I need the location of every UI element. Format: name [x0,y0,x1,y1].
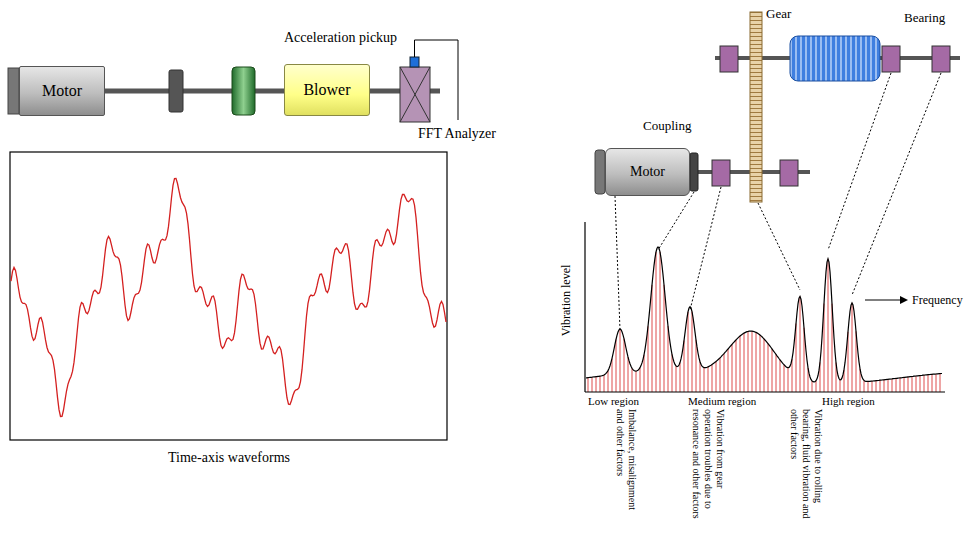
pulley-wheel [232,67,255,115]
motor-box: Motor [19,66,105,116]
region-label: Medium region [688,395,756,407]
region-label: High region [822,395,875,407]
part-name: Coupling [643,118,691,134]
left-machine [8,40,458,122]
node-label: Motor [42,82,82,100]
time-waveform [11,178,446,416]
analyzer-label: FFT Analyzer [418,126,496,142]
bearing [780,160,798,186]
blower-box: Blower [284,64,370,116]
motor-end-cap [8,68,19,114]
bearing [720,46,738,72]
bearing-housing [400,67,430,122]
coupling [690,153,698,191]
shaft [430,89,440,94]
axis-title: Vibration level [560,264,575,336]
blower-rotor [790,36,880,81]
acceleration-pickup [410,57,419,67]
cause-note: Imbalance, misalignment and other factor… [614,409,638,527]
coupling [169,70,183,112]
node-label: Blower [303,81,350,99]
node-label: Motor [630,164,665,180]
cause-note: Vibration from gear operation troubles d… [690,409,726,527]
y-axis [584,222,585,392]
right-machine [595,12,960,202]
gear [750,12,762,202]
spectrum-fill [588,252,940,392]
waveform-caption: Time-axis waveforms [168,450,290,466]
arrow-head [900,296,908,304]
part-name: Bearing [904,10,945,26]
motor-box: Motor [605,148,690,196]
bearing [882,46,900,72]
pickup-cable [415,40,459,120]
spectrum-curve [586,247,942,382]
bearing [712,160,730,186]
bearing [932,46,950,72]
x-axis [585,391,945,392]
leader-lines [615,73,941,330]
waveform-frame [10,152,447,440]
axis-title: Frequency [912,293,963,308]
bearing-cross [400,67,430,122]
pickup-label: Acceleration pickup [284,30,397,46]
motor-end-cap [595,150,605,194]
part-name: Gear [766,6,791,22]
frequency-arrow [865,300,905,301]
bearing-cross [400,67,430,122]
cause-note: Vibration due to rolling bearing, fluid … [788,409,824,527]
region-label: Low region [588,395,639,407]
